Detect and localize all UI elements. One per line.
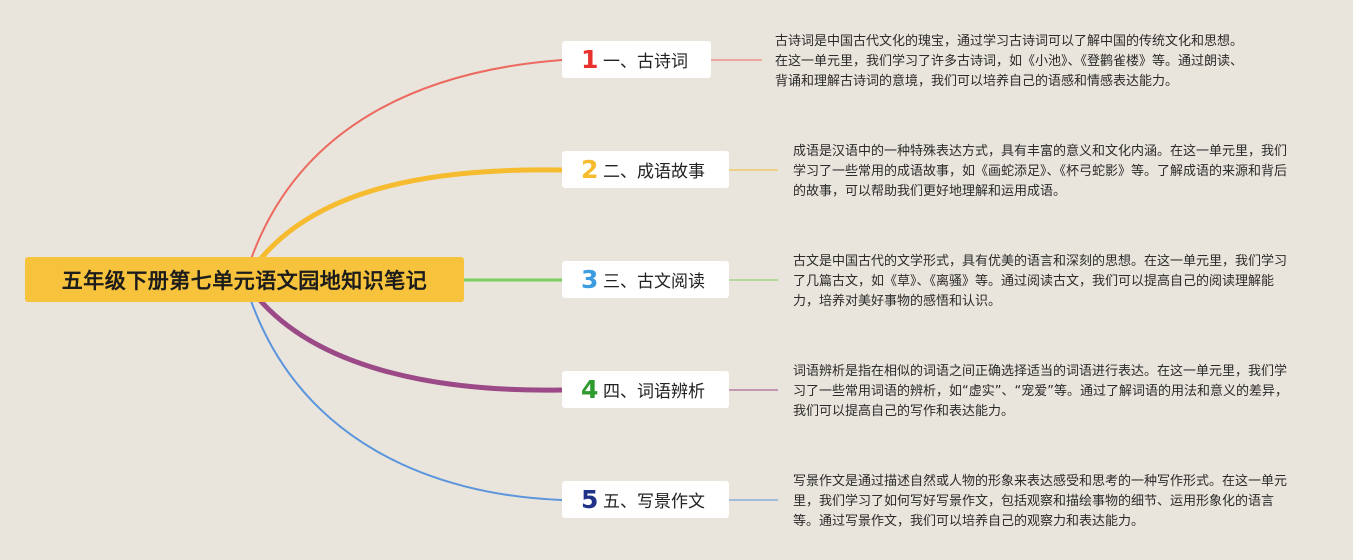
root-topic[interactable]: 五年级下册第七单元语文园地知识笔记: [25, 257, 464, 302]
branch-description-5: 写景作文是通过描述自然或人物的形象来表达感受和思考的一种写作形式。在这一单元里，…: [793, 474, 1288, 529]
branch-description-4: 词语辨析是指在相似的词语之间正确选择适当的词语进行表达。在这一单元里，我们学习了…: [793, 364, 1288, 419]
branch-label: 三、古文阅读: [603, 272, 705, 292]
branch-description-1: 古诗词是中国古代文化的瑰宝，通过学习古诗词可以了解中国的传统文化和思想。在这一单…: [775, 34, 1244, 89]
connector-branch-2: [256, 167, 563, 264]
number-5-icon: 5: [581, 485, 599, 514]
number-2-icon: 2: [581, 155, 599, 184]
connector-branch-1: [249, 59, 563, 263]
branch-label: 二、成语故事: [603, 162, 705, 182]
branch-label: 四、词语辨析: [603, 382, 705, 402]
branch-label: 五、写景作文: [603, 492, 705, 512]
branch-label: 一、古诗词: [603, 52, 688, 72]
connector-branch-5: [249, 297, 563, 501]
connector-branch-4: [256, 296, 563, 393]
branch-node-3[interactable]: 3 三、古文阅读: [562, 261, 729, 298]
branch-node-4[interactable]: 4 四、词语辨析: [562, 371, 729, 408]
branch-description-2: 成语是汉语中的一种特殊表达方式，具有丰富的意义和文化内涵。在这一单元里，我们学习…: [793, 144, 1288, 199]
number-1-icon: 1: [581, 45, 599, 74]
branch-node-1[interactable]: 1 一、古诗词: [562, 41, 711, 78]
branch-node-5[interactable]: 5 五、写景作文: [562, 481, 729, 518]
number-3-icon: 3: [581, 265, 599, 294]
branch-description-3: 古文是中国古代的文学形式，具有优美的语言和深刻的思想。在这一单元里，我们学习了几…: [793, 254, 1288, 309]
branch-node-2[interactable]: 2 二、成语故事: [562, 151, 729, 188]
number-4-icon: 4: [581, 375, 599, 404]
